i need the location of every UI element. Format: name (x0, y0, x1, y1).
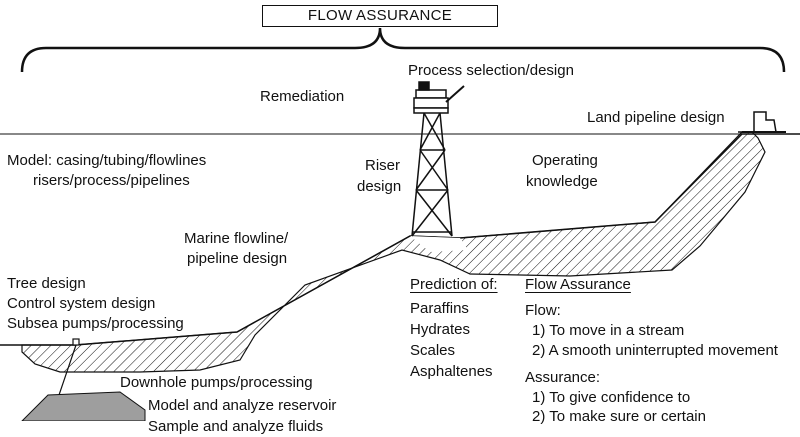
label-subsea-pumps: Subsea pumps/processing (7, 315, 184, 332)
label-sample-fluids: Sample and analyze fluids (148, 418, 324, 435)
subsea-tree-icon (57, 338, 80, 399)
label-marine-line1: Marine flowline/ (184, 230, 289, 247)
label-land-pipeline: Land pipeline design (587, 109, 725, 126)
label-model-line2: risers/process/pipelines (33, 172, 190, 189)
platform-base-gap (410, 236, 468, 252)
land-facility-icon (738, 111, 786, 133)
flow-item: 2) A smooth uninterrupted movement (532, 342, 778, 359)
flow-label: Flow: (525, 302, 561, 319)
seabed-sediment-hatch (21, 131, 766, 373)
label-operating-line2: knowledge (526, 173, 598, 190)
label-marine-line2: pipeline design (187, 250, 288, 267)
label-downhole-pumps: Downhole pumps/processing (120, 374, 313, 391)
label-process-selection: Process selection/design (408, 62, 574, 79)
assurance-item: 2) To make sure or certain (532, 408, 706, 425)
label-model-line1: Model: casing/tubing/flowlines (7, 152, 207, 169)
flow-assurance-diagram (0, 27, 800, 421)
label-riser-line2: design (357, 178, 402, 195)
label-operating-line1: Operating (532, 152, 598, 169)
prediction-item: Hydrates (410, 321, 471, 338)
prediction-item: Paraffins (410, 300, 469, 317)
assurance-label: Assurance: (525, 369, 601, 386)
label-model-reservoir: Model and analyze reservoir (148, 397, 337, 414)
label-remediation: Remediation (260, 88, 345, 105)
prediction-heading: Prediction of: (410, 276, 498, 293)
prediction-item: Asphaltenes (410, 363, 493, 380)
label-control-system: Control system design (7, 295, 156, 312)
definition-heading: Flow Assurance (525, 276, 631, 293)
prediction-list: Paraffins Hydrates Scales Asphaltenes (410, 298, 493, 382)
flow-item: 1) To move in a stream (532, 322, 685, 339)
page-title: FLOW ASSURANCE (262, 5, 498, 27)
offshore-platform-icon (411, 81, 465, 237)
assurance-item: 1) To give confidence to (532, 389, 691, 406)
label-tree-design: Tree design (7, 275, 86, 292)
prediction-item: Scales (410, 342, 456, 359)
label-riser-line1: Riser (365, 157, 401, 174)
reservoir-shape (21, 391, 146, 421)
title-brace (20, 27, 786, 73)
